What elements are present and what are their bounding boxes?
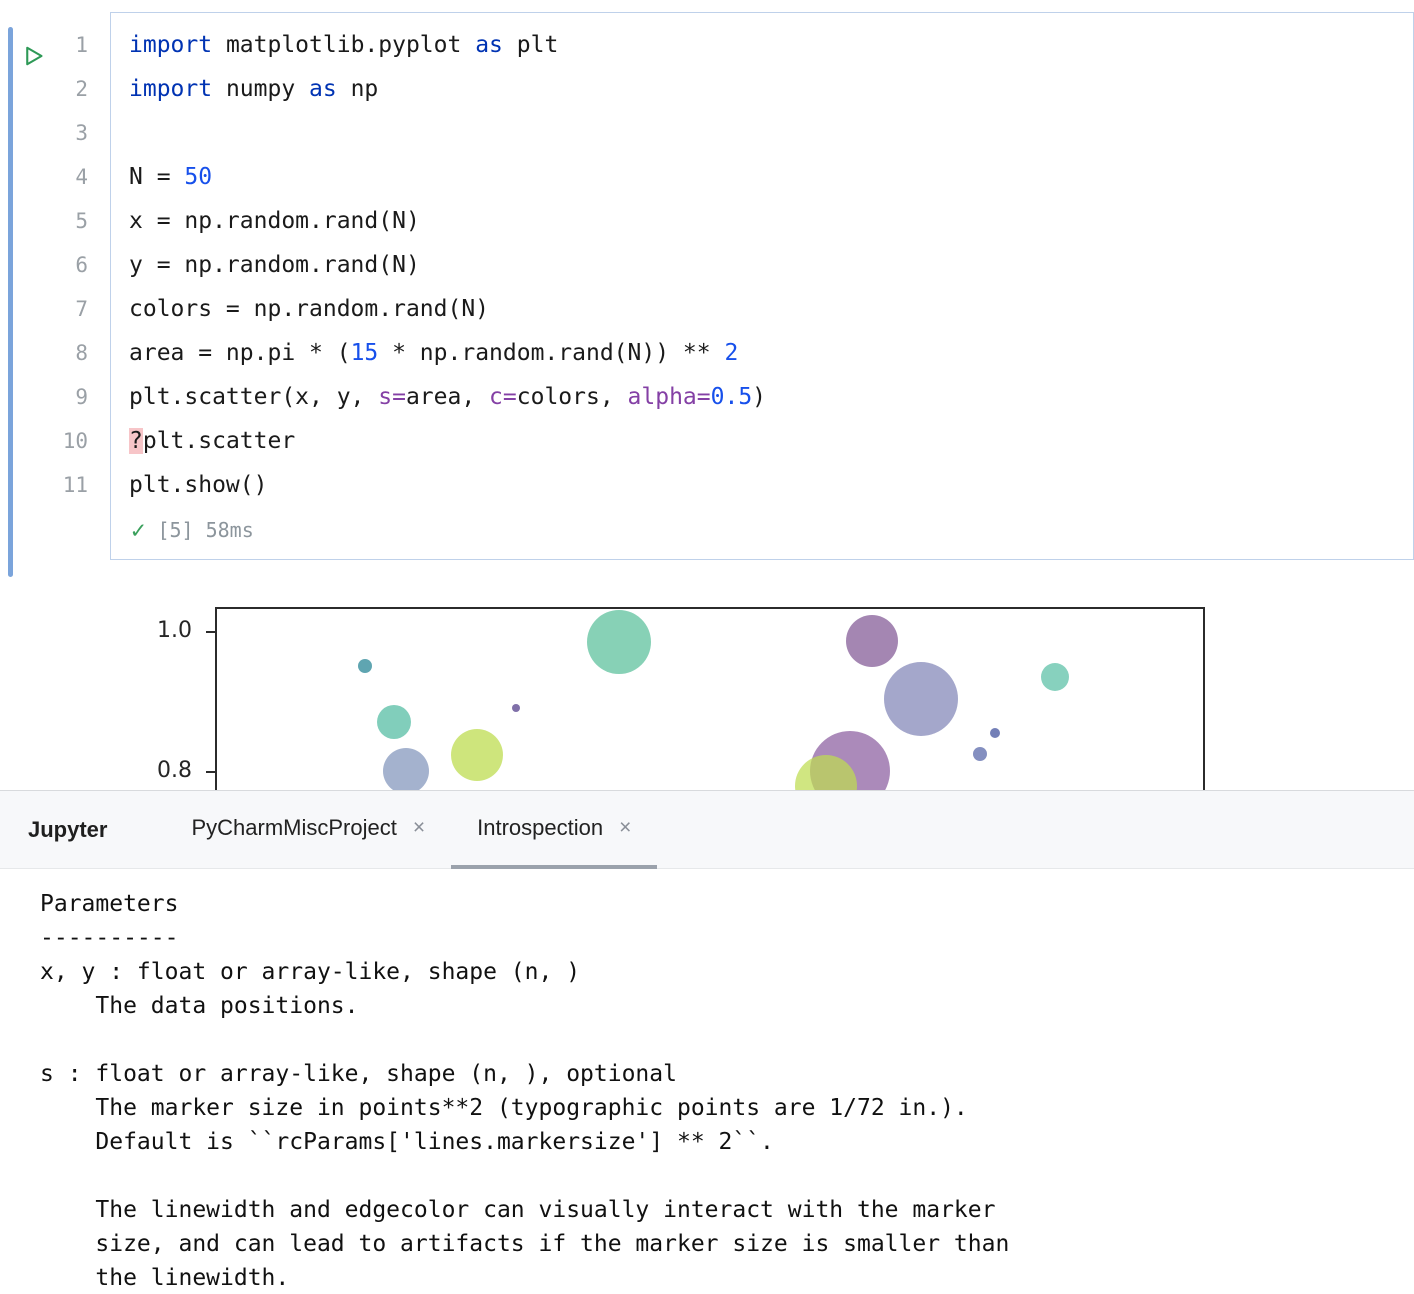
code-token: 2 [724,340,739,366]
code-token: area, [405,384,490,410]
scatter-bubble [377,705,411,739]
line-number: 4 [75,165,88,189]
code-token: s= [378,384,406,410]
code-token: alpha= [627,384,711,410]
code-token: x = np.random.rand(N) [129,208,420,234]
execution-time: 58ms [205,518,254,542]
jupyter-tool-window: Jupyter PyCharmMiscProject×Introspection… [0,790,1414,1294]
code-token: numpy [212,76,310,102]
code-token: colors, [516,384,628,410]
scatter-bubble [846,615,898,667]
line-number: 10 [62,429,88,453]
code-line[interactable]: import matplotlib.pyplot as plt [129,23,1413,67]
success-check-icon: ✓ [131,516,146,544]
run-cell-icon[interactable] [22,44,46,68]
code-token: colors = np.random.rand(N) [129,296,490,322]
tab-pycharmmiscproject[interactable]: PyCharmMiscProject × [165,791,451,869]
plot-frame [215,607,1205,790]
line-number: 1 [75,33,88,57]
cell-output: 1.0 0.8 [0,580,1414,790]
gutter-numbers: 1 2 3 4 5 6 7 8 9 10 11 [0,23,110,507]
code-token: as [309,76,337,102]
scatter-bubble [358,659,372,673]
code-line[interactable]: area = np.pi * (15 * np.random.rand(N)) … [129,331,1413,375]
line-number: 6 [75,253,88,277]
code-token: 0.5 [710,384,753,410]
code-token: N = [129,164,185,190]
introspection-doc-text: Parameters ---------- x, y : float or ar… [40,891,1010,1291]
code-line[interactable]: plt.scatter(x, y, s=area, c=colors, alph… [129,375,1413,419]
code-token: as [475,32,503,58]
line-number: 9 [75,385,88,409]
line-number: 3 [75,121,88,145]
code-line[interactable]: plt.show() [129,463,1413,507]
code-token: c= [489,384,517,410]
tool-window-header: Jupyter PyCharmMiscProject×Introspection… [0,791,1414,869]
code-cell: 1 2 3 4 5 6 7 8 9 10 11 import matplotlib.pyplot a… [0,12,1414,560]
code-line[interactable]: x = np.random.rand(N) [129,199,1413,243]
code-line[interactable]: import numpy as np [129,67,1413,111]
scatter-bubble [512,704,520,712]
code-token: plt [502,32,559,58]
code-token: np [336,76,379,102]
code-token: ? [129,428,143,454]
code-line[interactable]: ?plt.scatter [129,419,1413,463]
code-line[interactable]: N = 50 [129,155,1413,199]
code-token: 50 [184,164,213,190]
scatter-bubble [587,610,651,674]
y-axis-tick-label: 0.8 [157,758,192,783]
y-axis-tick-mark [206,631,215,633]
code-line[interactable] [129,111,1413,155]
scatter-bubble [973,747,987,761]
line-number: 7 [75,297,88,321]
code-line[interactable]: colors = np.random.rand(N) [129,287,1413,331]
code-token: plt.scatter [142,428,296,454]
code-token: area = np.pi * ( [129,340,351,366]
code-token: y = np.random.rand(N) [129,252,420,278]
tab-label: Introspection [477,814,604,840]
editor-gutter: 1 2 3 4 5 6 7 8 9 10 11 [0,12,110,560]
code-token: import [129,32,213,58]
tool-window-title: Jupyter [28,816,108,842]
cell-indicator-bar-code[interactable] [8,27,13,577]
code-line[interactable]: y = np.random.rand(N) [129,243,1413,287]
execution-count: [5] [157,518,194,542]
scatter-bubble [451,729,503,781]
code-token: 15 [350,340,379,366]
y-axis-tick-label: 1.0 [157,618,192,643]
line-number: 5 [75,209,88,233]
scatter-bubble [1041,663,1069,691]
line-number: 11 [62,473,88,497]
code-token: plt.scatter(x, y, [129,384,379,410]
y-axis-tick-mark [206,771,215,773]
scatter-bubble [383,748,429,790]
line-number: 2 [75,77,88,101]
code-token: * np.random.rand(N)) ** [378,340,725,366]
tab-bar: PyCharmMiscProject × Introspection × [165,791,658,869]
code-token: matplotlib.pyplot [212,32,476,58]
tab-close-icon[interactable]: × [412,815,426,839]
code-token: plt.show() [129,472,268,498]
line-number: 8 [75,341,88,365]
scatter-bubble [990,728,1000,738]
tab-introspection[interactable]: Introspection × [451,791,658,869]
code-token: import [129,76,213,102]
execution-status: ✓ [5] 58ms [129,507,1413,553]
code-token: ) [752,384,767,410]
tab-label: PyCharmMiscProject [191,814,397,840]
scatter-bubble [884,662,958,736]
tab-close-icon[interactable]: × [619,815,632,839]
